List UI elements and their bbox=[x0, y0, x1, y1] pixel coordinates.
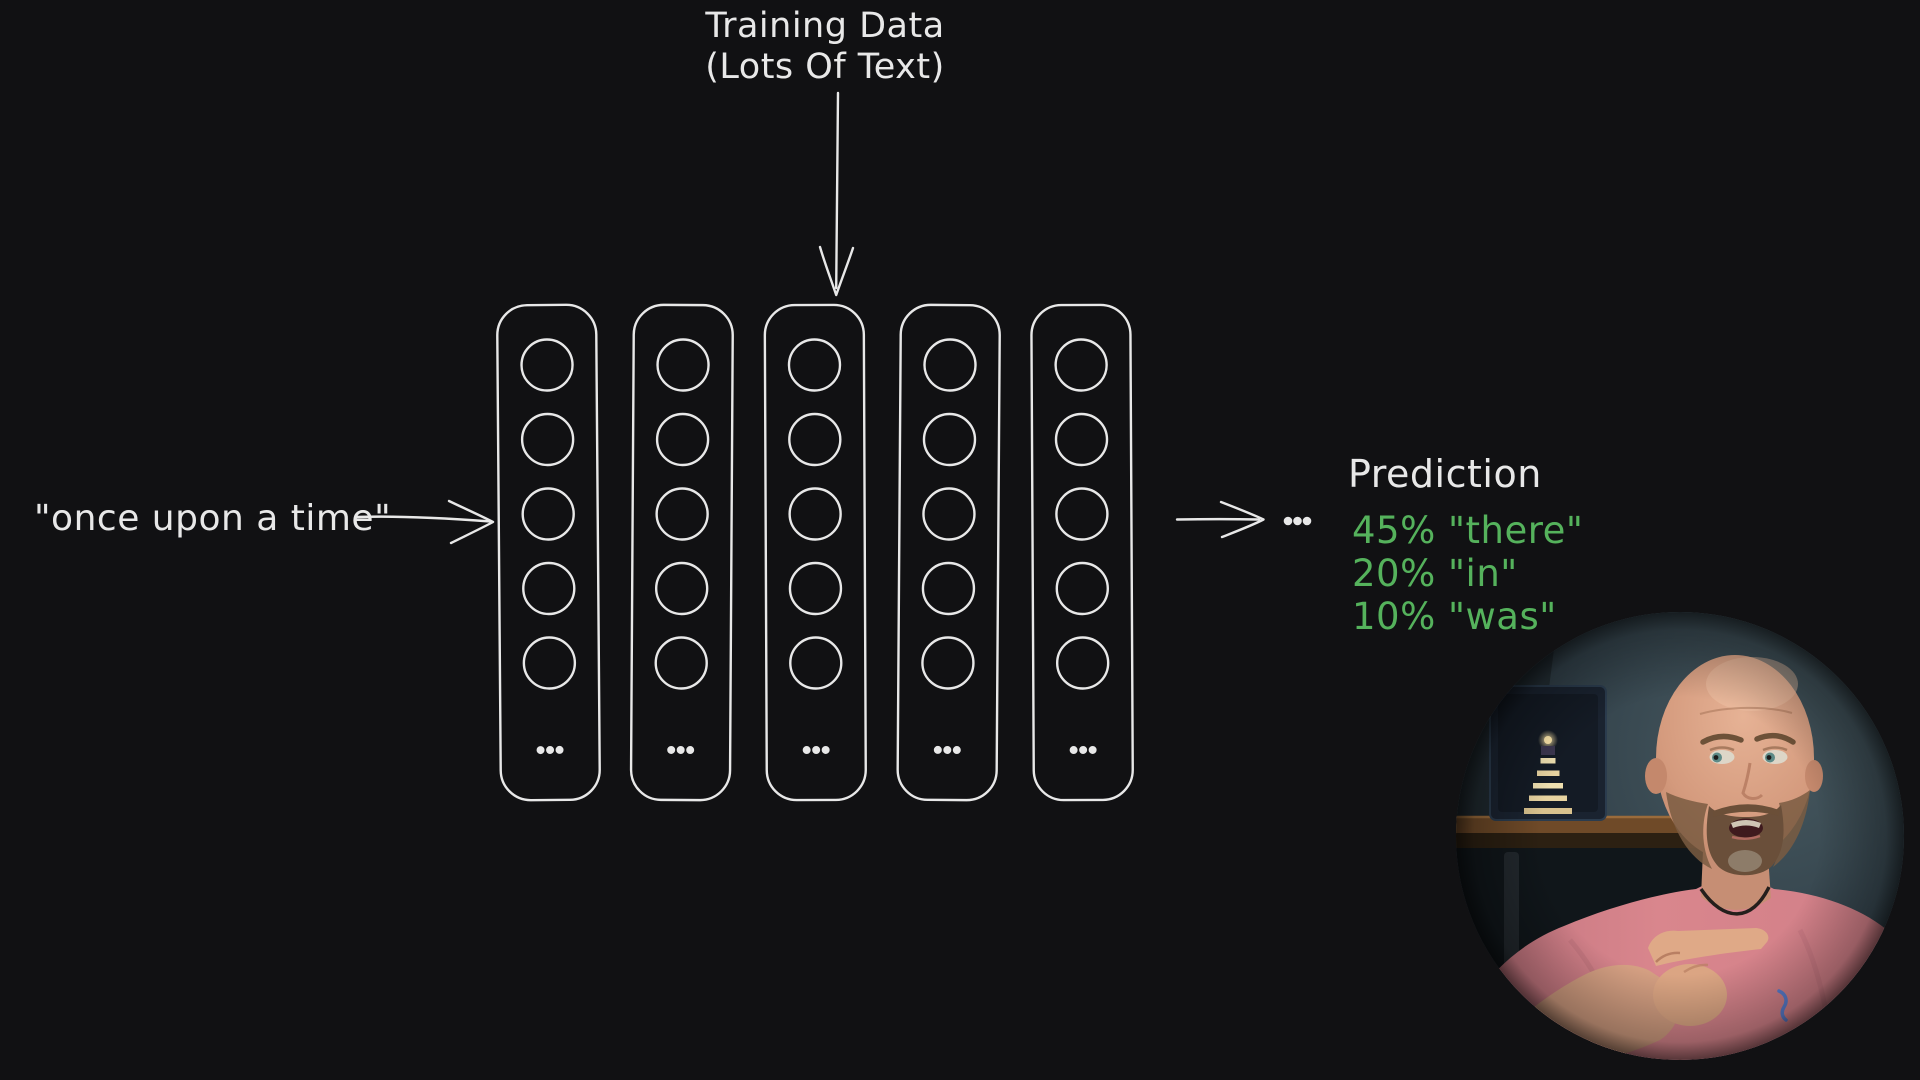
network-node bbox=[656, 338, 710, 392]
prediction-token: "in" bbox=[1448, 552, 1518, 595]
network-node bbox=[655, 412, 710, 467]
network-column bbox=[896, 303, 1001, 802]
column-ellipsis-dot bbox=[555, 745, 564, 754]
network-diagram bbox=[496, 303, 1134, 802]
network-node bbox=[788, 412, 842, 467]
network-node bbox=[522, 561, 576, 616]
network-column bbox=[496, 303, 601, 802]
network-column-outline bbox=[496, 303, 601, 802]
column-ellipsis-dot bbox=[821, 745, 830, 754]
prediction-row: 45% "there" bbox=[1352, 509, 1583, 552]
column-ellipsis-dot bbox=[943, 745, 952, 754]
network-node bbox=[520, 412, 575, 467]
prediction-panel: Prediction 45% "there" 20% "in" 10% "was… bbox=[1348, 453, 1583, 638]
network-node bbox=[655, 487, 709, 541]
network-node bbox=[522, 636, 577, 690]
column-ellipsis-dot bbox=[1079, 745, 1088, 754]
network-column-outline bbox=[763, 303, 867, 802]
input-arrow bbox=[355, 499, 495, 545]
network-column bbox=[763, 303, 867, 802]
prediction-row: 10% "was" bbox=[1352, 595, 1583, 638]
network-node bbox=[654, 561, 709, 616]
webcam-overlay bbox=[1456, 612, 1904, 1060]
network-node bbox=[788, 561, 843, 616]
column-ellipsis-dot bbox=[686, 746, 695, 755]
input-text: "once upon a time" bbox=[34, 498, 392, 539]
prediction-probability: 10% bbox=[1352, 595, 1436, 638]
network-node bbox=[789, 636, 843, 690]
title-line-1: Training Data bbox=[705, 6, 945, 46]
column-ellipsis-dot bbox=[667, 745, 676, 754]
network-node bbox=[1055, 487, 1109, 541]
training-data-arrow bbox=[818, 91, 855, 297]
network-node bbox=[520, 338, 574, 392]
network-node bbox=[923, 338, 977, 392]
prediction-probability: 20% bbox=[1352, 552, 1436, 595]
column-ellipsis-dot bbox=[812, 745, 821, 754]
network-column-outline bbox=[1030, 303, 1134, 802]
webcam-vignette bbox=[1456, 612, 1904, 1060]
output-ellipsis bbox=[1283, 516, 1312, 526]
prediction-heading: Prediction bbox=[1348, 452, 1542, 496]
network-column-outline bbox=[896, 303, 1001, 802]
network-node bbox=[922, 412, 977, 467]
network-node bbox=[1054, 412, 1109, 467]
prediction-row: 20% "in" bbox=[1352, 552, 1583, 595]
network-node bbox=[1054, 338, 1108, 392]
column-ellipsis-dot bbox=[802, 746, 811, 755]
prediction-probability: 45% bbox=[1352, 509, 1436, 552]
column-ellipsis-dot bbox=[933, 745, 942, 754]
prediction-token: "there" bbox=[1448, 509, 1584, 552]
network-node bbox=[1055, 561, 1109, 616]
network-node bbox=[921, 636, 975, 690]
column-ellipsis-dot bbox=[676, 745, 685, 754]
network-node bbox=[521, 487, 575, 541]
column-ellipsis-dot bbox=[1069, 746, 1078, 755]
network-column bbox=[629, 303, 734, 802]
output-arrow bbox=[1175, 500, 1265, 539]
network-column bbox=[1030, 303, 1134, 802]
column-ellipsis-dot bbox=[952, 746, 961, 755]
title-line-2: (Lots Of Text) bbox=[705, 47, 945, 87]
network-column-outline bbox=[629, 303, 734, 802]
diagram-title: Training Data (Lots Of Text) bbox=[650, 6, 1000, 88]
column-ellipsis-dot bbox=[1088, 745, 1097, 754]
network-node bbox=[787, 338, 842, 392]
column-ellipsis-dot bbox=[546, 745, 555, 754]
prediction-list: 45% "there" 20% "in" 10% "was" bbox=[1352, 509, 1583, 638]
network-node bbox=[788, 487, 842, 541]
network-node bbox=[922, 487, 976, 541]
network-node bbox=[1055, 636, 1110, 690]
column-ellipsis-dot bbox=[536, 746, 545, 755]
network-node bbox=[654, 636, 708, 690]
network-node bbox=[921, 561, 976, 616]
prediction-token: "was" bbox=[1448, 595, 1557, 638]
